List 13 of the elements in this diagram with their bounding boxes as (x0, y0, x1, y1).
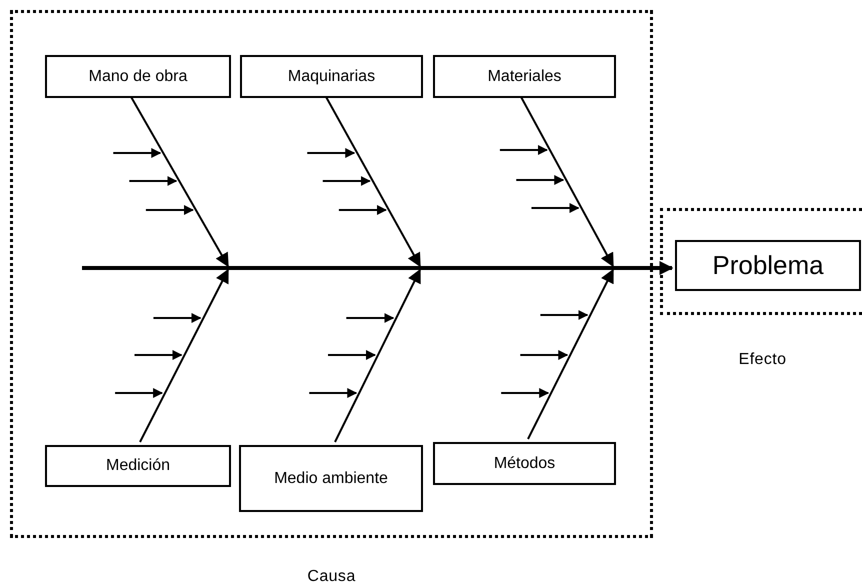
region-label: Causa (307, 567, 356, 586)
cause-category-box: Medición (45, 445, 231, 487)
bone-arrow (527, 268, 614, 440)
cause-category-box: Métodos (433, 442, 616, 485)
bone-arrow (139, 268, 229, 442)
cause-category-box: Medio ambiente (239, 445, 423, 512)
spine-arrow (82, 261, 674, 275)
bone-arrow (334, 268, 421, 442)
effect-box: Problema (675, 240, 861, 291)
cause-category-box: Mano de obra (45, 55, 231, 98)
cause-category-box: Maquinarias (240, 55, 423, 98)
cause-category-box: Materiales (433, 55, 616, 98)
region-label: Efecto (738, 350, 786, 370)
